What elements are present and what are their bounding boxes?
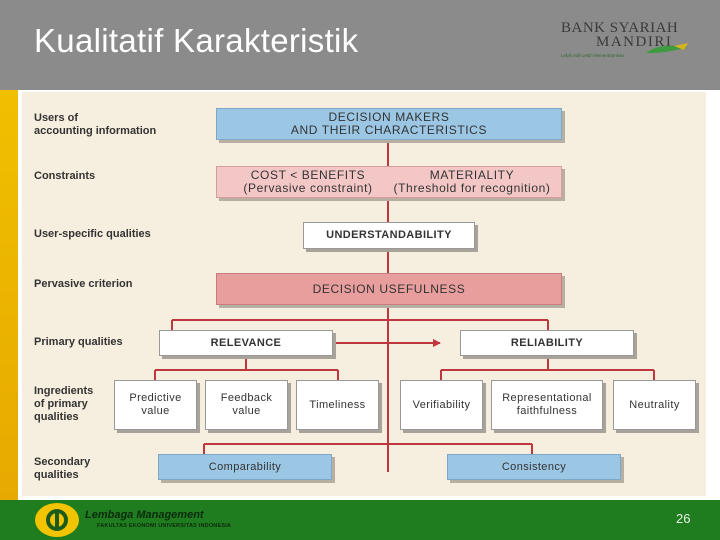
constraints-box: COST < BENEFITS (Pervasive constraint) M…	[216, 166, 562, 198]
understandability-box: UNDERSTANDABILITY	[303, 222, 475, 249]
row-label-users-text: Users of accounting information	[34, 112, 157, 137]
slide-footer: Lembaga Management FAKULTAS EKONOMI UNIV…	[0, 500, 720, 540]
left-accent-bar	[0, 90, 18, 500]
diagram-connectors	[154, 140, 655, 472]
bank-logo: BANK SYARIAH MANDIRI Lebih Adil Lebih Me…	[558, 20, 693, 64]
footer-org-name: Lembaga Management	[85, 509, 204, 521]
row-label-ingredients: Ingredients of primary qualities	[34, 385, 94, 423]
row-label-users: Users of accounting information	[34, 112, 156, 138]
neutrality-box: Neutrality	[613, 380, 696, 430]
materiality-text: MATERIALITY (Threshold for recognition)	[393, 168, 551, 195]
footer-org-subtitle: FAKULTAS EKONOMI UNIVERSITAS INDONESIA	[97, 523, 232, 529]
verifiability-box: Verifiability	[400, 380, 483, 430]
slide-title: Kualitatif Karakteristik	[34, 22, 359, 59]
decision-usefulness-box: DECISION USEFULNESS	[216, 273, 562, 305]
row-label-secondary: Secondary qualities	[34, 456, 91, 481]
cost-benefits-text: COST < BENEFITS (Pervasive constraint)	[243, 168, 373, 195]
feedback-value-box: Feedback value	[205, 380, 288, 430]
consistency-box: Consistency	[447, 454, 621, 480]
logo-leaf-icon	[646, 43, 688, 54]
comparability-box: Comparability	[158, 454, 332, 480]
relevance-box: RELEVANCE	[159, 330, 333, 356]
diagram-frame: Users of accounting information Constrai…	[22, 92, 706, 496]
row-label-primary: Primary qualities	[34, 336, 123, 348]
logo-tagline: Lebih Adil Lebih Menentramkan	[561, 53, 625, 58]
row-label-pervasive: Pervasive criterion	[34, 278, 133, 290]
page-number: 26	[676, 511, 691, 526]
row-label-user-specific: User-specific qualities	[34, 228, 151, 240]
representational-faithfulness-box: Representational faithfulness	[491, 380, 603, 430]
predictive-value-box: Predictive value	[114, 380, 197, 430]
logo-line1: BANK SYARIAH	[561, 20, 679, 36]
university-emblem-icon	[35, 503, 79, 537]
row-label-constraints: Constraints	[34, 170, 96, 182]
slide-header: Kualitatif Karakteristik BANK SYARIAH MA…	[0, 0, 720, 90]
logo-line2: MANDIRI	[596, 34, 673, 50]
reliability-box: RELIABILITY	[460, 330, 634, 356]
decision-makers-box: DECISION MAKERS AND THEIR CHARACTERISTIC…	[216, 108, 562, 140]
timeliness-box: Timeliness	[296, 380, 379, 430]
